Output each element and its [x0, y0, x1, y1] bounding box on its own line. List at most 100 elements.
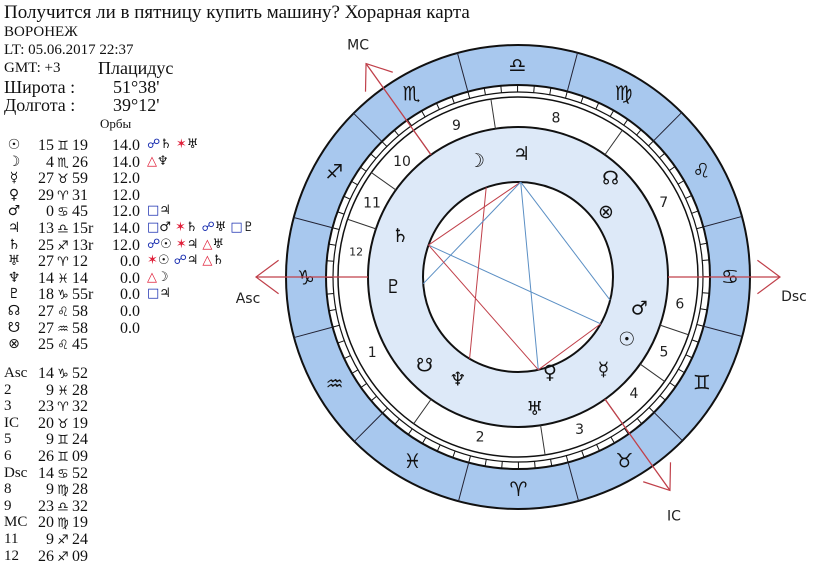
house-label: 8 [4, 481, 12, 498]
house-label: 5 [4, 431, 12, 448]
minutes: 12 [72, 253, 88, 271]
sign-boundary [293, 216, 333, 229]
minutes: 28 [72, 381, 88, 399]
degree-tick [624, 428, 629, 435]
house-cusp [659, 324, 689, 336]
dsc-label: Dsc [781, 289, 807, 305]
aspect-icon: △ [202, 236, 213, 252]
house-cusp [604, 129, 623, 156]
aspect-target-icon: ☽ [157, 269, 169, 285]
part-of-fortune-icon: ⊗ [8, 336, 20, 353]
aspect-item: ☍♄ [147, 137, 172, 152]
aspect-icon: ☍ [147, 137, 161, 152]
house-cusp [639, 363, 665, 382]
sign-icon: ♐ [57, 238, 69, 254]
sign-icon: ♐ [57, 549, 69, 565]
mars-icon: ♂ [631, 297, 648, 319]
house-number: 8 [551, 110, 560, 126]
degree-tick [332, 324, 340, 328]
minutes: 19 [72, 414, 88, 432]
degree: 25 [38, 336, 54, 354]
orb-value: 0.0 [120, 286, 140, 304]
pluto-icon: ♇ [7, 286, 21, 303]
house-position: 14♑52 [32, 365, 88, 383]
aspect-icon: ✶ [175, 137, 187, 152]
saturn-icon: ♄ [7, 236, 21, 253]
house-number: 5 [660, 345, 669, 361]
house-position: 9♍28 [32, 481, 88, 499]
sign-boundary [293, 326, 333, 339]
minutes: 09 [72, 547, 88, 565]
minutes: 52 [72, 365, 88, 382]
degree-tick [351, 180, 358, 186]
house-number: 3 [575, 422, 584, 438]
sign-icon: ♎ [57, 222, 69, 237]
house-position: 9♓28 [32, 382, 88, 400]
aspect-line [520, 181, 611, 301]
zodiac-sign-icon: ♒ [326, 371, 344, 395]
aspect-target-icon: ♅ [214, 220, 227, 235]
aspect-icon: ✶ [147, 253, 158, 269]
planet-position: 13♎15r [34, 220, 104, 238]
planet-position: 4♏26 [34, 154, 104, 172]
degree-tick [393, 129, 400, 136]
mc-axis-line [365, 63, 432, 156]
orb-value: 12.0 [112, 203, 140, 221]
sign-boundary [566, 52, 579, 92]
orb-value: 0.0 [120, 253, 140, 271]
neptune-icon: ♆ [449, 369, 466, 391]
mars-icon: ♂ [7, 203, 21, 220]
aspect-circle [422, 181, 614, 373]
aspect-icon: □ [147, 203, 160, 219]
aspect-line [428, 244, 539, 371]
aspect-target-icon: ♄ [160, 137, 172, 152]
orbs-label: Орбы [100, 116, 132, 131]
degree-tick [328, 243, 336, 246]
degree: 29 [38, 186, 54, 204]
sign-icon: ♏ [57, 155, 69, 171]
uranus-icon: ♅ [526, 398, 543, 420]
house-number: 2 [476, 430, 485, 446]
neptune-icon: ♆ [7, 269, 21, 286]
degree: 27 [38, 303, 54, 320]
aspect-target-icon: ♇ [242, 220, 255, 235]
orb-value: 0.0 [120, 269, 140, 287]
degree-tick [609, 110, 615, 117]
planet-position: 27♈12 [34, 253, 104, 271]
aspect-item: ☍♅ [202, 220, 227, 235]
sign-icon: ♋ [57, 205, 69, 221]
aspect-item: ✶♄ [175, 220, 198, 235]
minutes: 32 [72, 497, 88, 515]
house-label: MC [4, 514, 28, 531]
aspect-icon: □ [147, 286, 160, 302]
degree: 4 [46, 153, 54, 171]
aspect-target-icon: ♃ [159, 286, 171, 302]
sign-boundary [653, 112, 683, 142]
aspect-list: □♃ [147, 203, 175, 218]
degree: 9 [46, 381, 54, 399]
latitude-label: Широта : [4, 77, 76, 97]
aspect-item: △☽ [147, 270, 169, 285]
minutes: 55r [72, 286, 94, 304]
aspect-target-icon: ♅ [212, 236, 225, 252]
zodiac-sign-icon: ♓ [403, 449, 421, 473]
minutes: 45 [72, 336, 88, 354]
house-position: 26♐09 [32, 548, 88, 566]
aspect-item: ✶♃ [176, 237, 199, 252]
sign-boundary [703, 215, 743, 228]
house-number: 7 [659, 195, 668, 211]
degree-tick [659, 152, 666, 159]
orb-value: 14.0 [112, 137, 140, 154]
degree-tick [702, 259, 710, 261]
minutes: 19 [72, 514, 88, 532]
aspect-icon: △ [147, 269, 157, 285]
aspect-list: ✶☉☍♃△♄ [147, 253, 228, 268]
sign-icon: ♎ [57, 499, 69, 515]
degree: 14 [38, 269, 54, 287]
sign-icon: ♑ [57, 288, 69, 304]
aspect-line [422, 181, 522, 285]
degree-tick [700, 242, 708, 245]
sign-icon: ♉ [57, 172, 69, 188]
saturn-icon: ♄ [392, 225, 409, 247]
